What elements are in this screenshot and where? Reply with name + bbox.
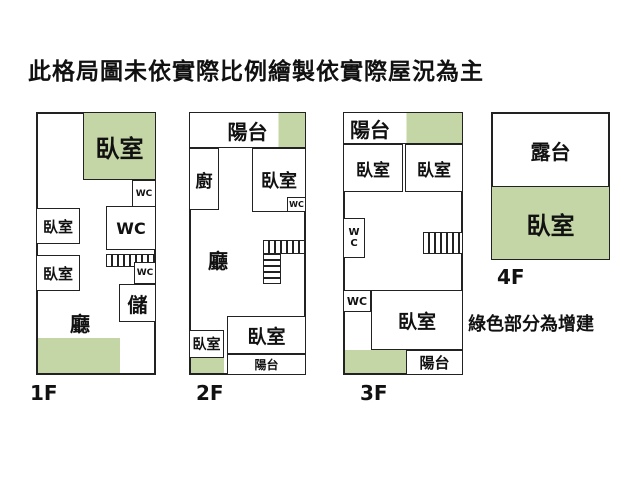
floor-1-wc-small: WC xyxy=(132,180,156,208)
floor-2-addition-corner xyxy=(191,358,224,373)
floor-1-living: 廳 xyxy=(70,311,90,336)
floor-2-stairs-upper xyxy=(263,240,306,254)
floor-2-balcony-bottom: 陽台 xyxy=(227,354,306,375)
floor-1-bedroom-top: 臥室 xyxy=(83,112,156,180)
floor-4-bedroom: 臥室 xyxy=(491,186,610,260)
floor-4-label: 4F xyxy=(497,265,525,289)
floor-4-terrace: 露台 xyxy=(530,139,571,164)
floor-1-bedroom-b: 臥室 xyxy=(36,255,80,291)
floor-1-wc-main: WC xyxy=(106,206,156,250)
floor-1-bedroom-a: 臥室 xyxy=(36,208,80,244)
floor-3-balcony-top: 陽台 xyxy=(343,112,463,144)
floor-2-kitchen: 廚 xyxy=(189,148,219,210)
floor-3-bedroom-right: 臥室 xyxy=(405,144,463,192)
floor-2-bedroom-small: 臥室 xyxy=(189,330,224,358)
floor-2-wc: WC xyxy=(287,197,306,212)
floor-3-addition-corner xyxy=(345,350,406,373)
floor-2-balcony-top: 陽台 xyxy=(189,112,306,148)
page-title: 此格局圖未依實際比例繪製依實際屋況為主 xyxy=(28,59,484,85)
floor-3-stairs xyxy=(423,232,463,254)
floor-1-wc-lower: WC xyxy=(134,262,156,284)
floor-3-wc-vertical: WC xyxy=(343,218,365,258)
floor-1-storage: 儲 xyxy=(119,284,156,322)
floor-2-bedroom-bottom: 臥室 xyxy=(227,316,306,354)
floor-3-bedroom-bottom: 臥室 xyxy=(371,290,463,350)
floor-1-addition-patio xyxy=(38,338,120,373)
floor-3-bedroom-left: 臥室 xyxy=(343,144,403,192)
floor-1-label: 1F xyxy=(30,381,58,405)
floor-2-stairs-lower xyxy=(263,254,281,284)
legend-note: 綠色部分為增建 xyxy=(468,314,594,335)
floor-3-label: 3F xyxy=(360,381,388,405)
floor-3-wc: WC xyxy=(343,290,371,312)
floor-2-label: 2F xyxy=(196,381,224,405)
floor-2-living: 廳 xyxy=(208,248,228,273)
floor-3-balcony-bottom: 陽台 xyxy=(406,350,463,375)
